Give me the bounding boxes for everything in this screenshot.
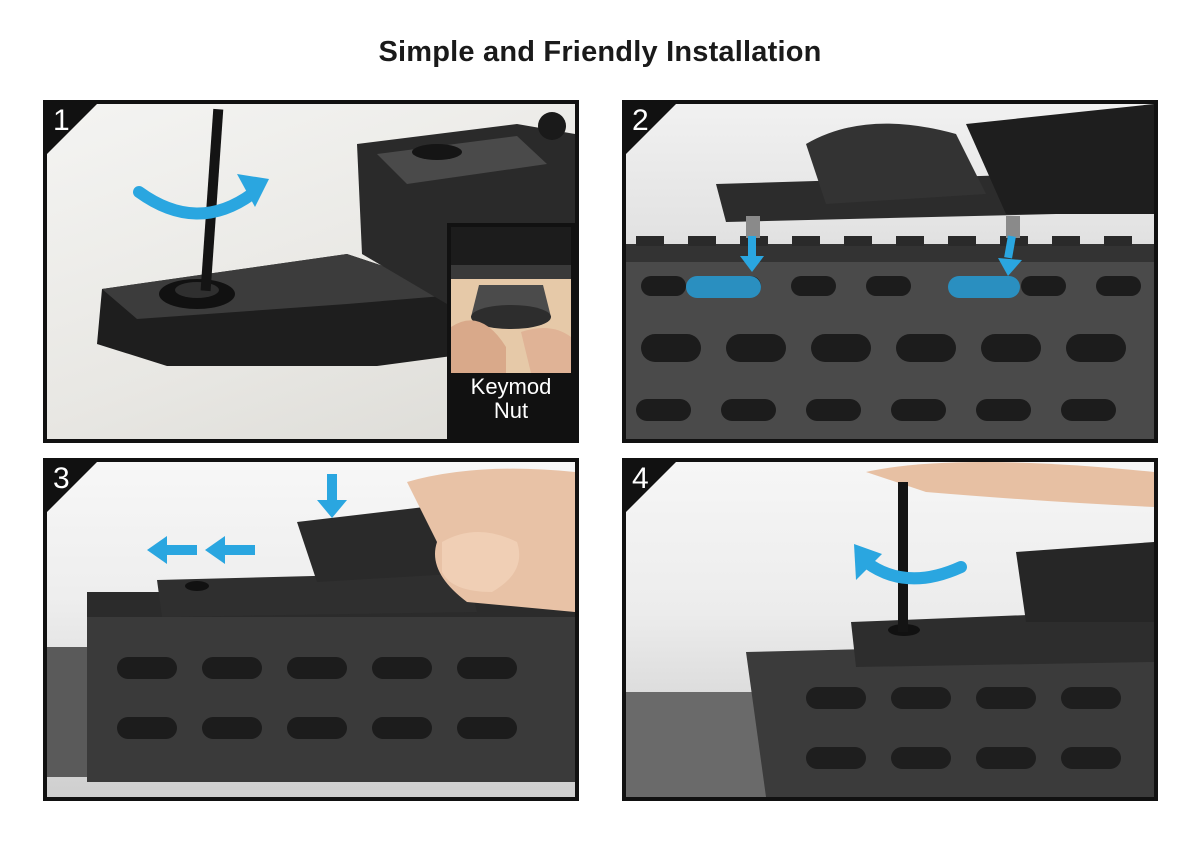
step-number: 4 — [632, 462, 649, 495]
step-2-panel: 2 — [622, 100, 1158, 443]
step-3-panel: 3 — [43, 458, 579, 801]
left-arrow-icon — [147, 536, 197, 564]
keymod-nut-photo — [451, 227, 571, 373]
down-arrow-icon — [998, 235, 1022, 276]
step-1-panel: 1 Keymod Nut — [43, 100, 579, 443]
inset-caption-line-1: Keymod — [470, 374, 552, 399]
left-arrow-icon — [205, 536, 255, 564]
step-4-photo — [626, 462, 1154, 797]
step-number: 1 — [53, 104, 70, 137]
step-number-badge — [47, 462, 98, 513]
step-3-photo — [47, 468, 575, 782]
step-number-badge — [626, 462, 677, 513]
step-number: 2 — [632, 104, 649, 137]
step-2-photo — [626, 104, 1154, 439]
curved-arrow-icon — [854, 544, 967, 585]
step-number-badge — [47, 104, 98, 155]
step-number: 3 — [53, 462, 70, 495]
page-title: Simple and Friendly Installation — [378, 36, 822, 68]
step-number-badge — [626, 104, 677, 155]
curved-arrow-icon — [133, 174, 269, 220]
inset-caption-line-2: Nut — [493, 398, 529, 423]
step-4-panel: 4 — [622, 458, 1158, 801]
down-arrow-icon — [740, 236, 764, 272]
down-arrow-icon — [317, 474, 347, 518]
step-1-photo — [97, 108, 575, 366]
keymod-nut-inset: Keymod Nut — [447, 223, 575, 439]
